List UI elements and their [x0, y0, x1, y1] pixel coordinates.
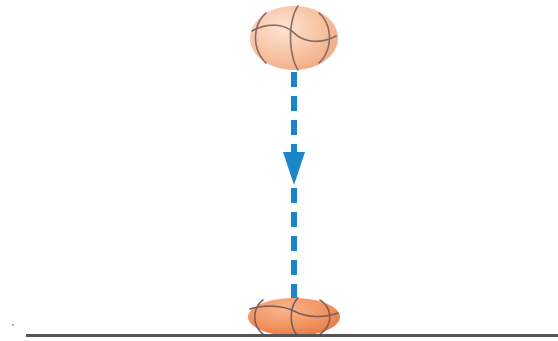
motion-arrow	[283, 72, 305, 298]
ground-line-edge-mark	[12, 324, 14, 326]
falling-ball	[250, 5, 338, 71]
basketball-icon	[250, 6, 338, 70]
ground-line	[26, 334, 558, 337]
down-arrow-icon	[283, 152, 305, 185]
landed-ball	[248, 297, 340, 337]
ball-seams-bottom	[249, 297, 339, 337]
ball-seams	[251, 5, 337, 71]
flattened-basketball-icon	[248, 298, 340, 336]
